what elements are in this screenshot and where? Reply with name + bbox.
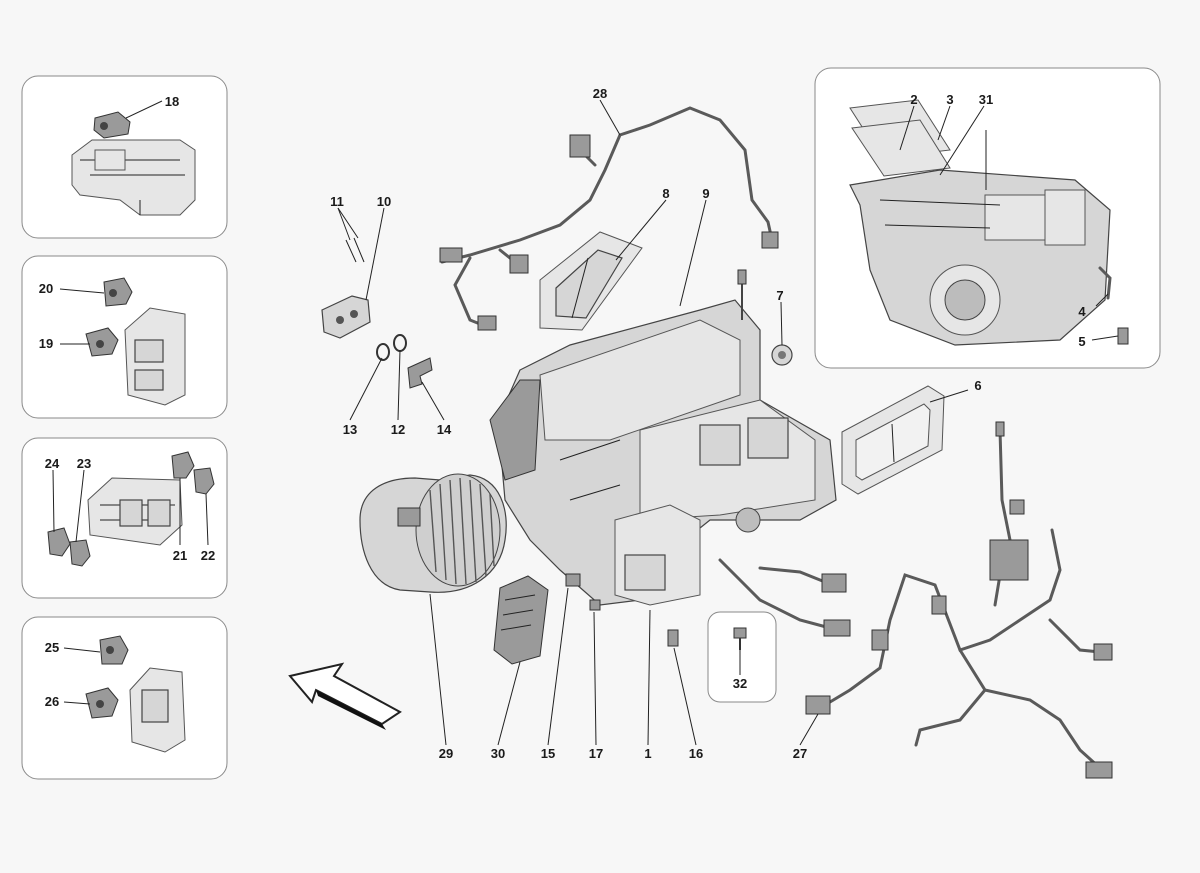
callout-30: 30: [491, 746, 505, 761]
callout-7: 7: [776, 288, 783, 303]
callout-10: 10: [377, 194, 391, 209]
front-direction-arrow-icon: [288, 662, 402, 730]
callout-29: 29: [439, 746, 453, 761]
callout-labels: 1 2 3 4 5 6 7 8 9 10 11 12 13 14 15 16 1…: [39, 86, 1087, 761]
detail-panel-18: [21, 75, 228, 239]
callout-8: 8: [662, 186, 669, 201]
callout-9: 9: [702, 186, 709, 201]
callout-5: 5: [1078, 334, 1085, 349]
callout-25: 25: [45, 640, 59, 655]
callout-15: 15: [541, 746, 555, 761]
callout-19: 19: [39, 336, 53, 351]
callout-13: 13: [343, 422, 357, 437]
callout-21: 21: [173, 548, 187, 563]
callout-28: 28: [593, 86, 607, 101]
callout-1: 1: [644, 746, 651, 761]
detail-panel-21-24: [21, 437, 228, 599]
grommet-7: [771, 344, 793, 366]
callout-20: 20: [39, 281, 53, 296]
callout-3: 3: [946, 92, 953, 107]
callout-11: 11: [330, 194, 344, 209]
callout-32: 32: [733, 676, 747, 691]
leader-lines: [52, 99, 1119, 746]
wiring-harness-28: [439, 106, 779, 331]
assembly-overview-panel: [814, 67, 1161, 369]
callout-24: 24: [45, 456, 60, 471]
seal-frame-6: [841, 385, 945, 495]
callout-14: 14: [437, 422, 452, 437]
callout-22: 22: [201, 548, 215, 563]
callout-31: 31: [979, 92, 993, 107]
fasteners: [565, 573, 679, 647]
unit-harness: [718, 558, 851, 637]
callout-16: 16: [689, 746, 703, 761]
callout-27: 27: [793, 746, 807, 761]
detail-panel-19-20: [21, 255, 228, 419]
callout-18: 18: [165, 94, 179, 109]
callout-4: 4: [1078, 304, 1086, 319]
callout-12: 12: [391, 422, 405, 437]
callout-2: 2: [910, 92, 917, 107]
resistor-module-30: [493, 575, 549, 665]
expansion-valve-10: [321, 295, 371, 339]
callout-26: 26: [45, 694, 59, 709]
callout-17: 17: [589, 746, 603, 761]
detail-panel-25-26: [21, 616, 228, 780]
wiring-harness-27: [805, 421, 1113, 779]
blower-fan-29: [359, 473, 507, 593]
bracket-14: [407, 357, 433, 389]
seal-frame-8: [539, 231, 643, 331]
hvac-housing-1: [489, 269, 837, 606]
callout-23: 23: [77, 456, 91, 471]
o-rings-12-13: [376, 334, 407, 361]
callout-6: 6: [974, 378, 981, 393]
detail-box-32: [707, 611, 777, 703]
screws-11: [345, 237, 365, 263]
